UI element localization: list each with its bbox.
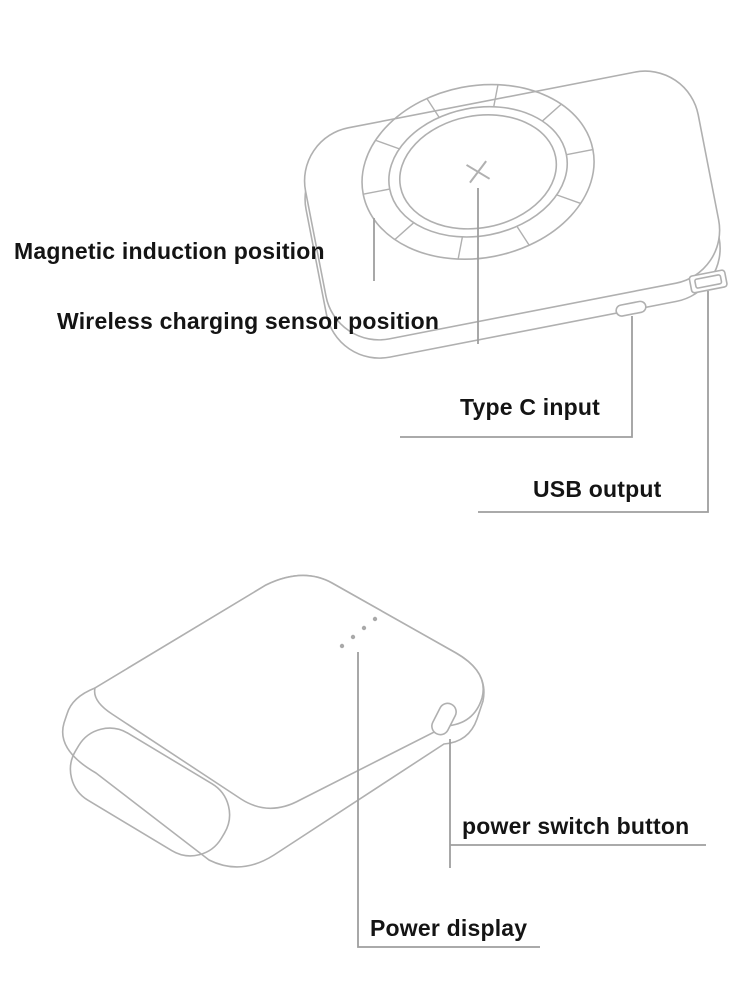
label-power-switch-button: power switch button — [462, 813, 690, 839]
bottom-device-top-face — [93, 574, 484, 809]
label-type-c-input: Type C input — [460, 394, 600, 420]
magsafe-ring-segments — [363, 84, 594, 260]
center-cross-icon — [466, 160, 491, 184]
ring-segment-divider — [556, 194, 581, 205]
type-c-port — [615, 300, 647, 317]
callout-lines — [357, 188, 709, 948]
bottom-device-end-face — [69, 727, 231, 857]
power-switch-button — [431, 702, 457, 736]
led-dot — [372, 616, 378, 622]
ring-segment-divider — [375, 139, 400, 150]
leader-type-c-input — [400, 316, 633, 438]
ring-segment-divider — [493, 84, 499, 107]
ring-segment-divider — [566, 148, 594, 156]
led-dot — [361, 625, 367, 631]
label-power-display: Power display — [370, 915, 528, 941]
label-wireless-charging-sensor-position: Wireless charging sensor position — [57, 308, 440, 334]
cross-stroke — [469, 160, 487, 184]
top-device — [303, 70, 728, 359]
usb-port-inner — [694, 274, 723, 289]
led-indicators — [339, 616, 378, 649]
power-button-capsule — [431, 702, 457, 736]
ring-segment-divider — [426, 98, 440, 118]
ring-segment-divider — [541, 103, 562, 122]
wireless-sensor-circle — [398, 114, 558, 230]
leader-usb-output — [478, 291, 709, 513]
leader-power-display — [357, 652, 540, 948]
led-dot — [339, 643, 345, 649]
label-magnetic-induction-position: Magnetic induction position — [14, 238, 325, 264]
led-dot — [350, 634, 356, 640]
ring-segment-divider — [457, 236, 464, 260]
ring-segment-divider — [394, 222, 415, 241]
ring-segment-divider — [516, 225, 530, 246]
bottom-device — [62, 574, 485, 868]
end-face-outline — [69, 727, 231, 857]
label-usb-output: USB output — [533, 476, 662, 502]
ring-segment-divider — [363, 188, 390, 195]
